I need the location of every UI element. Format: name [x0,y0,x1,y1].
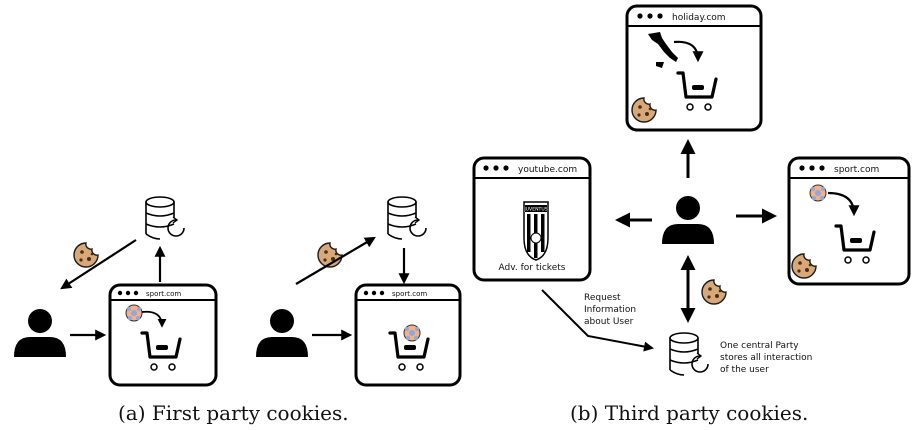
third-party: holiday.com youtube.com JUVENTUS Adv. fo… [472,4,911,376]
browser-window-sport-b: sport.com [787,156,911,286]
svg-text:JUVENTUS: JUVENTUS [523,207,547,213]
browser-url: sport.com [146,290,181,298]
database-icon [669,332,709,376]
juventus-logo: JUVENTUS [523,201,549,261]
first-party-right: sport.com [256,196,462,387]
caption-b: (b) Third party cookies. [570,401,808,425]
browser-window-sport: sport.com [108,283,218,387]
user-icon [14,309,66,357]
browser-url: sport.com [834,165,879,175]
first-party-left: sport.com [14,196,218,387]
request-note: Request Information about User [584,293,639,327]
browser-url: holiday.com [672,13,726,23]
ad-label: Adv. for tickets [499,263,566,273]
ball-icon [403,324,421,342]
browser-window-sport-right: sport.com [354,283,462,387]
ball-icon [809,184,827,202]
user-icon [662,196,714,244]
browser-window-youtube: youtube.com JUVENTUS Adv. for tickets [472,156,592,282]
cookie-icon [701,279,727,305]
ball-icon [125,304,143,322]
browser-window-holiday: holiday.com [625,4,763,132]
central-party-note: One central Party stores all interaction… [720,341,815,375]
user-icon [256,309,308,357]
italy-map-icon [648,32,678,68]
browser-url: youtube.com [518,165,577,175]
caption-a: (a) First party cookies. [118,401,349,425]
database-icon [145,196,185,240]
browser-url: sport.com [392,290,427,298]
database-icon [387,196,427,240]
cookie-icon [73,242,99,268]
